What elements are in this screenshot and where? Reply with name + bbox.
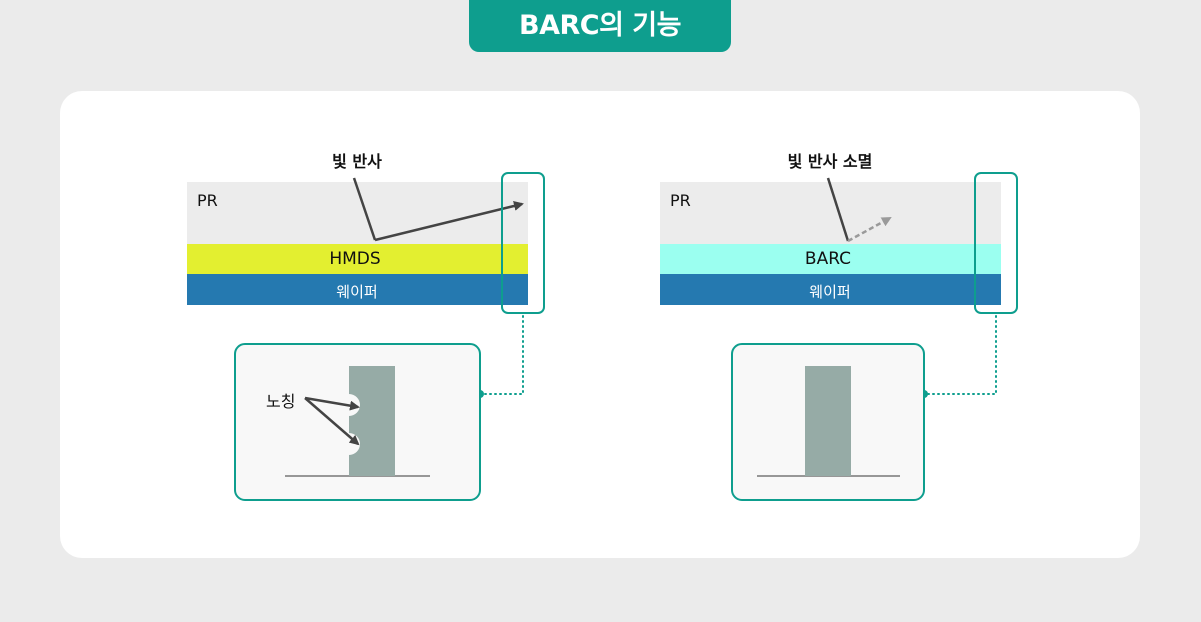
left-pr-label: PR [197,191,218,210]
left-notch-arrow-lower [304,397,360,446]
left-wafer-label: 웨이퍼 [336,283,378,301]
right-barc-layer [660,244,1001,274]
right-wafer-label: 웨이퍼 [809,283,851,301]
right-incident-light [826,177,850,242]
left-notch-arrow-upper [304,396,360,411]
left-resist-pattern [349,366,395,476]
left-dotted-connector [481,315,524,395]
right-pr-label: PR [670,191,691,210]
left-reflected-light [374,201,524,242]
right-heading: 빛 반사 소멸 [787,152,873,171]
right-barc-label: BARC [804,249,852,269]
right-resist-pattern [805,366,851,476]
right-pr-layer [660,182,1001,244]
notch-label: 노칭 [266,392,296,411]
left-wafer-layer [187,274,528,305]
left-stack [187,182,528,305]
left-hmds-layer [187,244,528,274]
right-dotted-connector [925,315,997,395]
right-edge-highlight [974,172,1018,314]
left-hmds-label: HMDS [329,249,381,269]
left-incident-light [352,177,377,241]
left-edge-highlight [501,172,545,314]
left-pr-layer [187,182,528,244]
title-badge: BARC의 기능 [469,0,731,52]
right-stack [660,182,1001,305]
left-heading: 빛 반사 [332,152,382,171]
right-wafer-layer [660,274,1001,305]
